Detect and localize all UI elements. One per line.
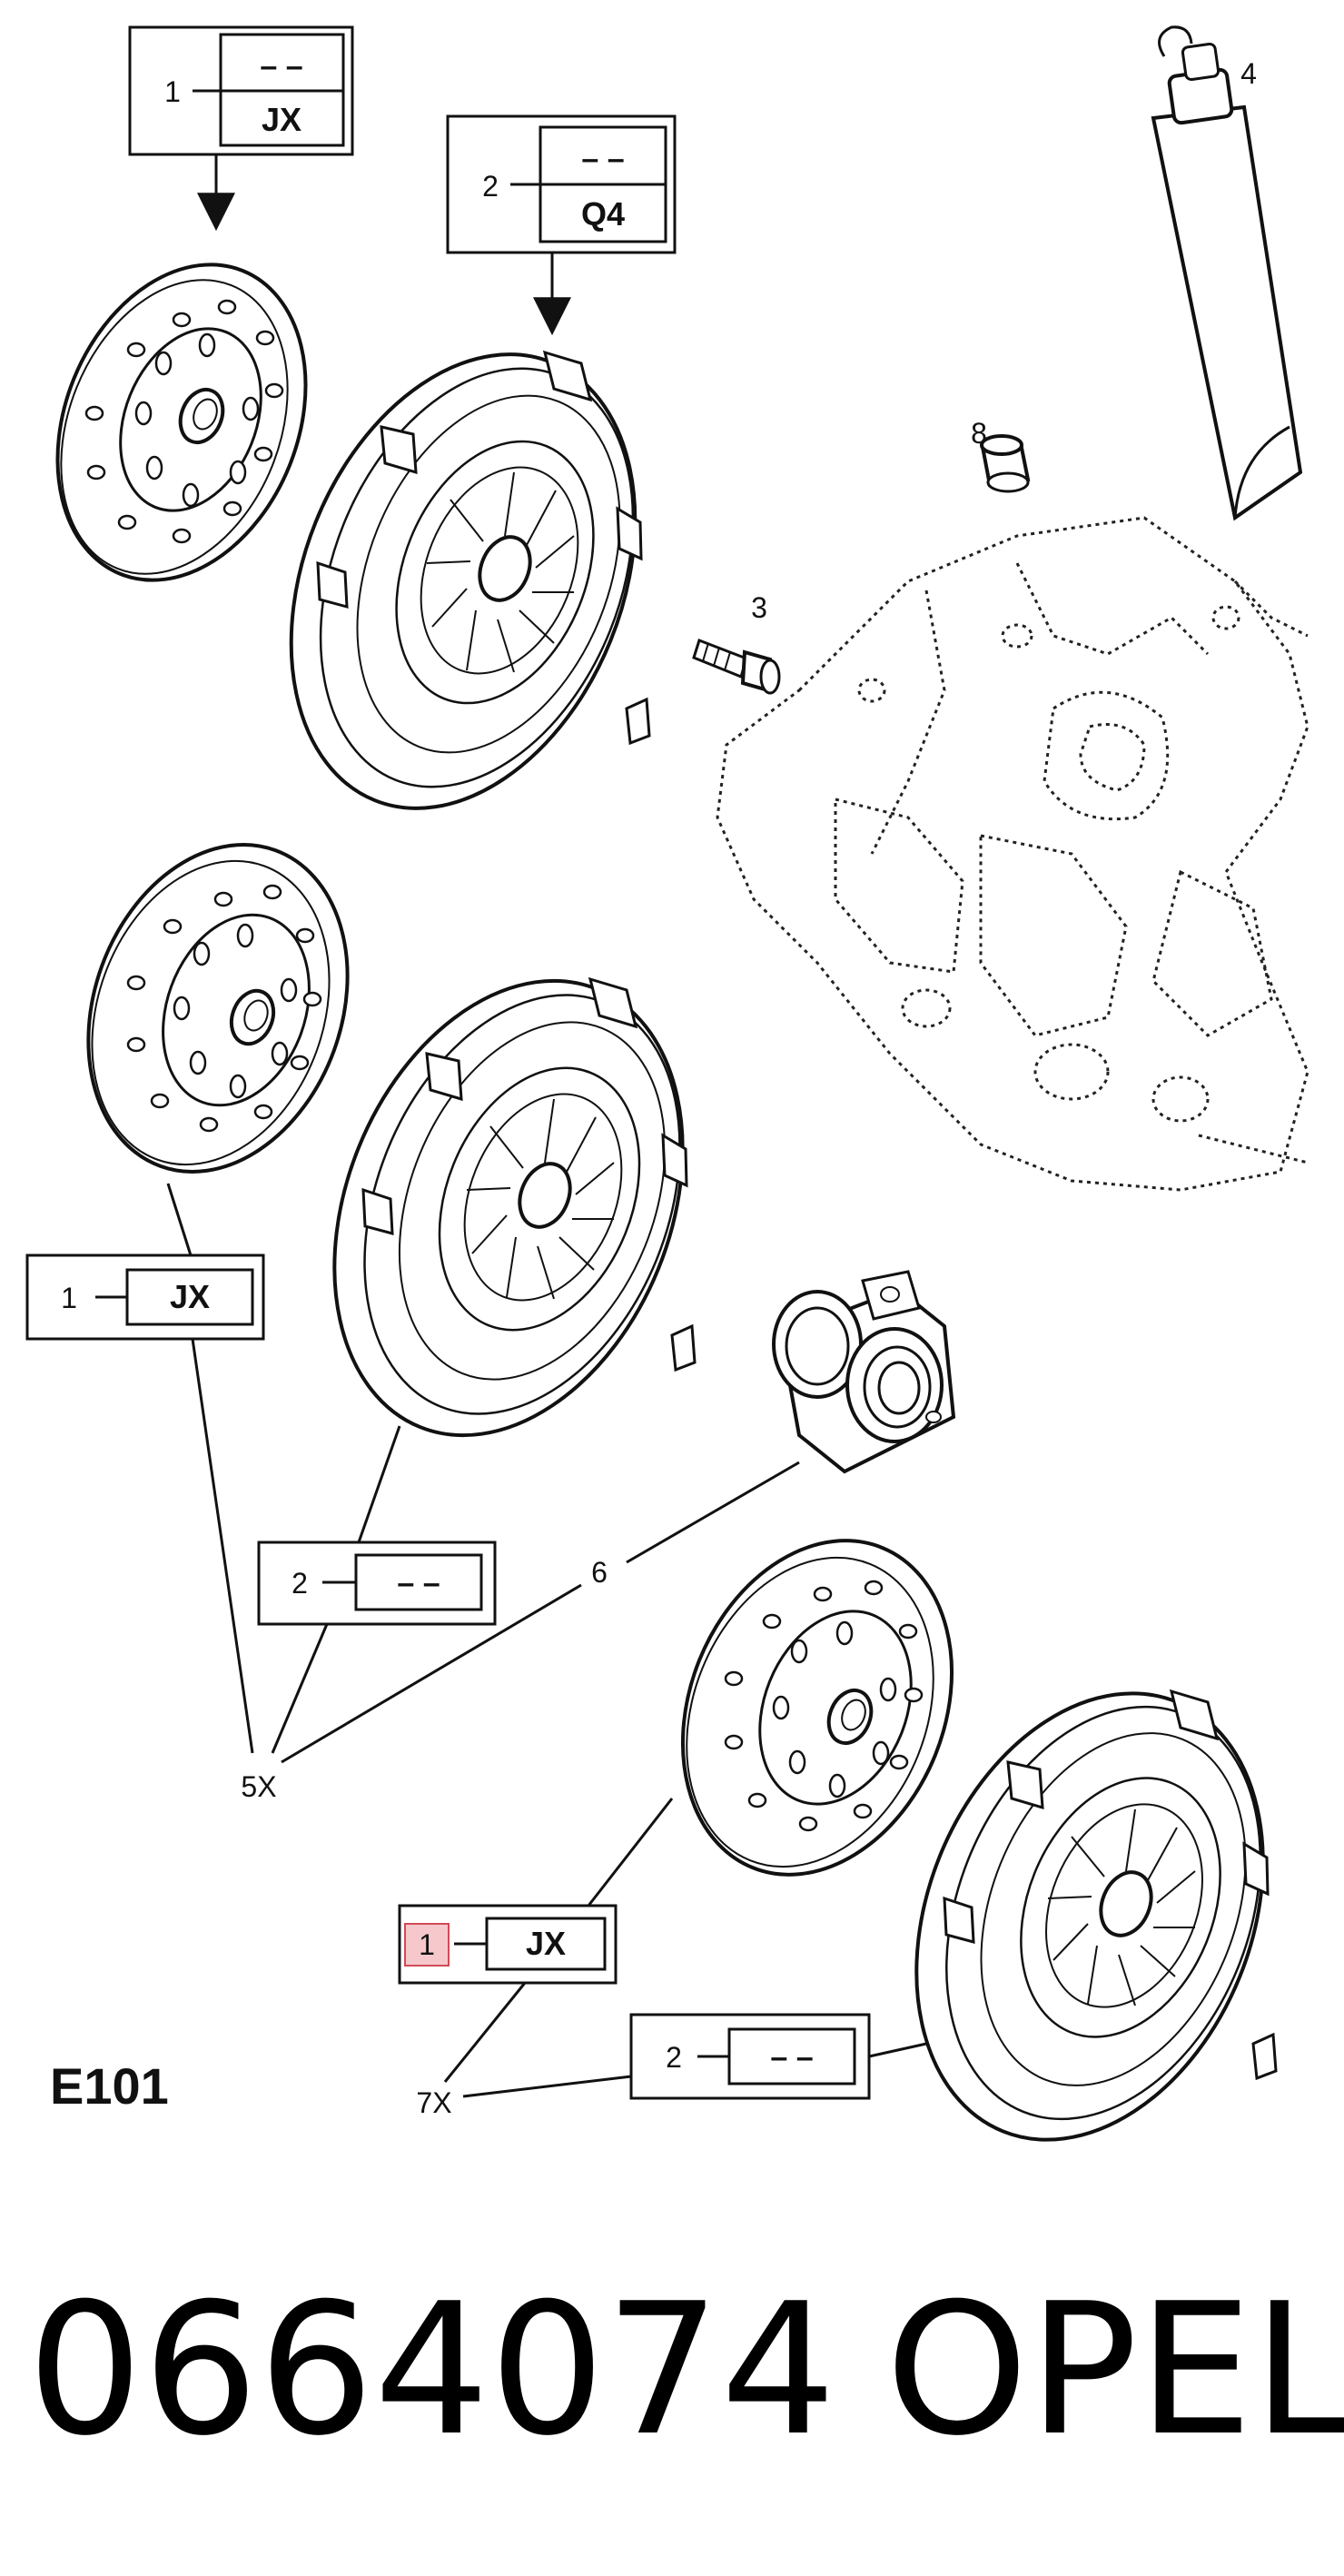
callout-box-1-top[interactable]: 1 – – JX bbox=[128, 25, 354, 156]
callout-number-4[interactable]: 4 bbox=[1240, 57, 1257, 90]
pressure-plate-bottom bbox=[914, 1689, 1278, 2142]
callout-code: – – bbox=[397, 1566, 440, 1600]
diagram-code: E101 bbox=[50, 2057, 169, 2115]
callout-code: JX bbox=[526, 1925, 566, 1962]
pressure-plate-middle bbox=[332, 976, 697, 1438]
callout-number-8[interactable]: 8 bbox=[971, 417, 987, 450]
bushing bbox=[980, 434, 1031, 493]
callout-number: 2 bbox=[666, 2041, 682, 2074]
clutch-disc-top bbox=[55, 263, 308, 582]
callout-number: 2 bbox=[292, 1567, 308, 1600]
part-number: 0664074 bbox=[27, 2264, 836, 2476]
bolt bbox=[692, 639, 781, 695]
callout-code: – – bbox=[770, 2040, 813, 2075]
brand: OPEL bbox=[885, 2264, 1344, 2476]
clutch-disc-middle bbox=[86, 843, 350, 1174]
callout-number-7x[interactable]: 7X bbox=[416, 2086, 451, 2119]
callout-code: Q4 bbox=[581, 195, 625, 233]
pressure-plate-top bbox=[289, 350, 651, 810]
callout-number: 2 bbox=[482, 170, 499, 203]
callout-code: JX bbox=[262, 101, 301, 138]
callout-number: 1 bbox=[419, 1928, 435, 1961]
grease-tube bbox=[1151, 25, 1303, 521]
callout-box-2-middle[interactable]: 2 – – bbox=[257, 1541, 497, 1626]
callout-number-5x[interactable]: 5X bbox=[241, 1770, 276, 1803]
leader-lines-5x bbox=[166, 1183, 800, 1764]
clutch-disc-bottom bbox=[680, 1539, 954, 1877]
callout-dash: – – bbox=[581, 142, 624, 176]
leader-lines-7x bbox=[443, 1798, 927, 2098]
callout-box-2-bottom[interactable]: 2 – – bbox=[629, 2013, 871, 2100]
callout-code: JX bbox=[170, 1278, 210, 1315]
transmission-housing bbox=[716, 516, 1309, 1192]
callout-box-2-q4[interactable]: 2 – – Q4 bbox=[446, 114, 677, 254]
callout-number-6[interactable]: 6 bbox=[591, 1556, 608, 1589]
callout-dash: – – bbox=[260, 49, 302, 84]
callout-box-1-middle[interactable]: 1 JX bbox=[25, 1253, 265, 1341]
release-bearing bbox=[772, 1270, 956, 1474]
callout-number-highlight bbox=[404, 1923, 450, 1967]
callout-box-1-bottom[interactable]: 1 JX bbox=[398, 1904, 618, 1985]
callout-number: 1 bbox=[61, 1282, 77, 1314]
callout-number: 1 bbox=[164, 75, 181, 108]
callout-number-3[interactable]: 3 bbox=[751, 591, 767, 624]
